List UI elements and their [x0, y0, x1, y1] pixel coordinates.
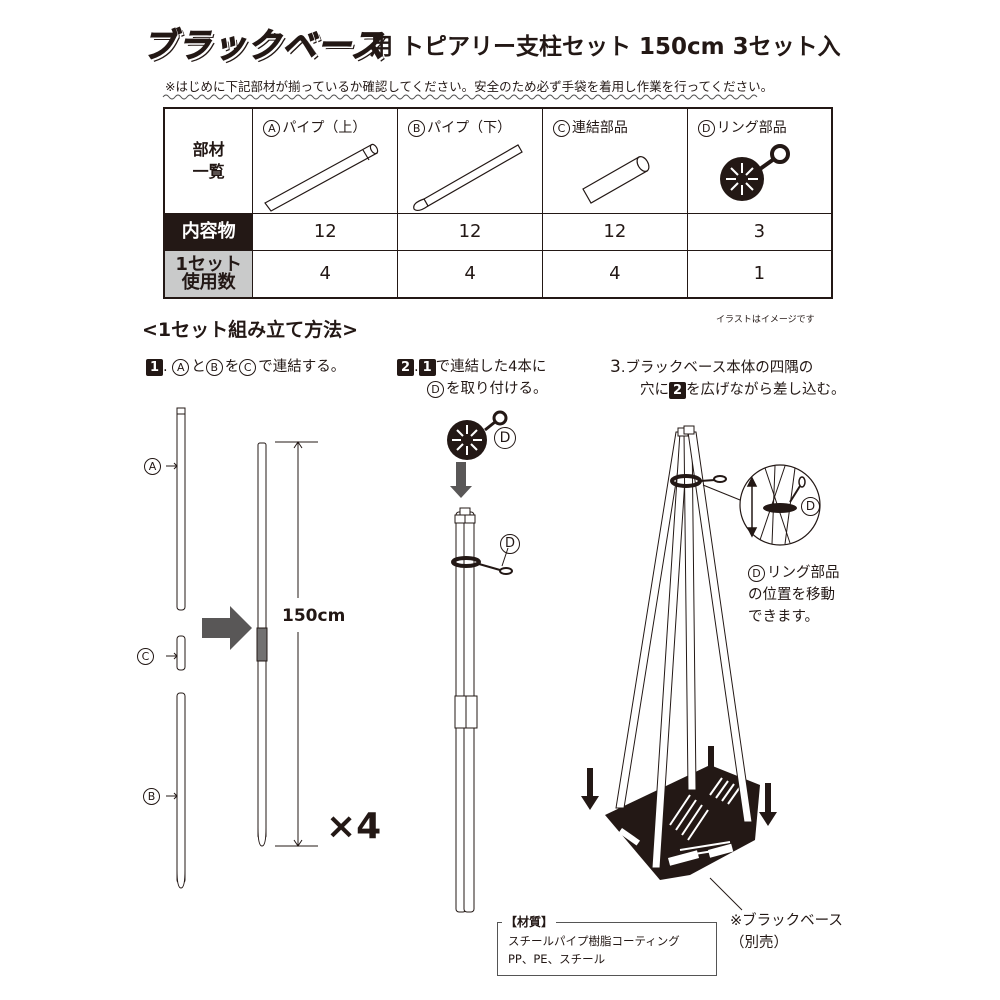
- wavy-underline: [162, 94, 758, 100]
- per-set-header: 1セット 使用数: [163, 249, 254, 299]
- step-1-illustration: [166, 407, 318, 889]
- step-1-badge: 1: [146, 358, 163, 376]
- brand-logo-text: ブラックベース: [141, 26, 386, 67]
- mark-a: A: [263, 119, 281, 137]
- part-b-name: パイプ（下）: [427, 120, 512, 136]
- step3-label-d: D: [801, 497, 820, 516]
- mark-c: C: [552, 119, 570, 137]
- per-set-c: 4: [541, 249, 688, 299]
- product-title: 用 トピアリー支柱セット 150cm 3セット入: [370, 34, 841, 60]
- step2-label-d: D: [500, 534, 520, 554]
- pipe-lower-icon: [413, 144, 523, 212]
- contents-header: 内容物: [163, 212, 254, 251]
- label-c: C: [137, 648, 154, 665]
- connector-icon: [582, 156, 650, 204]
- arrow-down-icon: [450, 462, 472, 498]
- updown-arrow-icon: [746, 476, 758, 538]
- mark-d: D: [697, 119, 715, 137]
- arrow-right-icon: [202, 606, 252, 650]
- pipe-upper-icon: [264, 143, 379, 212]
- contents-c: 12: [541, 212, 688, 251]
- part-a-name: パイプ（上）: [282, 120, 367, 136]
- parts-list-header: 部材 一覧: [163, 107, 254, 214]
- multiplier-label: ×4: [326, 806, 382, 847]
- per-set-d: 1: [686, 249, 833, 299]
- label-b: B: [143, 788, 160, 805]
- step-3-number: 3: [610, 357, 621, 377]
- length-label: 150cm: [282, 606, 346, 626]
- step-2-illustration: [447, 410, 513, 913]
- label-a: A: [144, 458, 161, 475]
- part-c-name: 連結部品: [571, 120, 628, 136]
- material-line-1: スチールパイプ樹脂コーティング: [508, 934, 680, 948]
- mark-b: B: [408, 119, 426, 137]
- contents-d: 3: [686, 212, 833, 251]
- assembly-section-title: <1セット組み立て方法>: [142, 319, 359, 341]
- per-set-b: 4: [397, 249, 543, 299]
- step-3-illustration: [581, 425, 821, 911]
- safety-notice: ※はじめに下記部材が揃っているか確認してください。安全のため必ず手袋を着用し作業…: [165, 79, 774, 94]
- material-line-2: PP、PE、スチール: [508, 952, 606, 966]
- contents-a: 12: [252, 212, 399, 251]
- ring-part-icon: [719, 144, 790, 201]
- material-box: 【材質】 スチールパイプ樹脂コーティング PP、PE、スチール: [497, 913, 717, 976]
- step-2-badge: 2: [397, 358, 414, 376]
- part-d-name: リング部品: [716, 120, 787, 136]
- contents-b: 12: [397, 212, 543, 251]
- contents-row: 内容物 12 12 12 3: [163, 212, 833, 251]
- step2-label-d-top: D: [494, 427, 516, 449]
- per-set-row: 1セット 使用数 4 4 4 1: [163, 249, 833, 299]
- per-set-a: 4: [252, 249, 399, 299]
- material-title: 【材質】: [502, 913, 557, 931]
- base-caption: ※ブラックベース （別売）: [730, 913, 843, 951]
- illustration-note: イラストはイメージです: [716, 315, 815, 325]
